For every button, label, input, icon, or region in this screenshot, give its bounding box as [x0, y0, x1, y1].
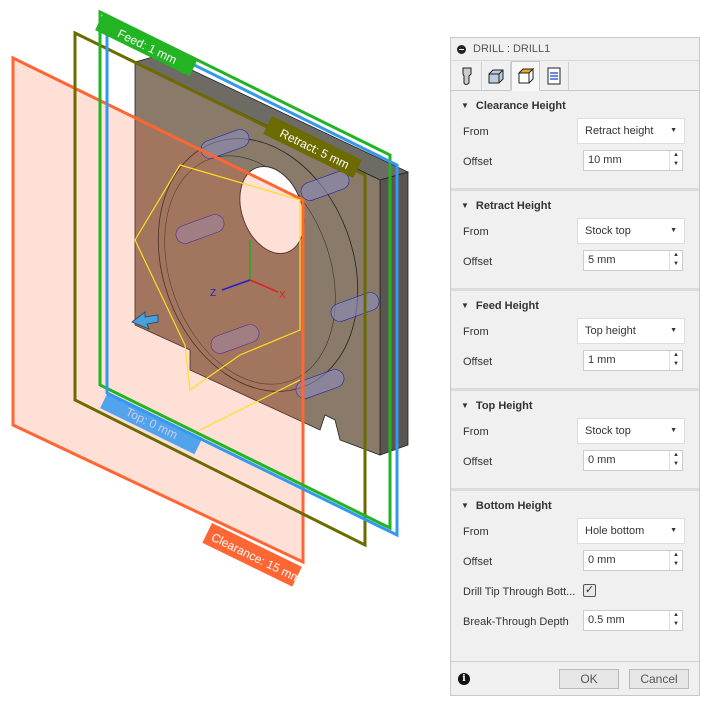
bottom-from-select[interactable]: Hole bottom — [577, 518, 685, 544]
z-axis-label: Z — [210, 288, 216, 299]
break-through-label: Break-Through Depth — [463, 616, 569, 628]
collapse-icon[interactable] — [457, 44, 466, 54]
drill-tip-label: Drill Tip Through Bott... — [463, 586, 576, 598]
from-label: From — [463, 526, 489, 538]
from-label: From — [463, 326, 489, 338]
tab-tool[interactable] — [453, 62, 482, 90]
offset-label: Offset — [463, 456, 493, 468]
stock-side-face — [379, 171, 409, 456]
section-title[interactable]: Feed Height — [461, 300, 539, 312]
cycle-icon — [547, 67, 561, 85]
from-label: From — [463, 426, 489, 438]
section-clearance-height: Clearance Height From Retract height Off… — [451, 91, 699, 191]
feed-offset-input[interactable]: 1 mm ▲▼ — [583, 350, 683, 371]
axis-triad: X Z — [210, 240, 286, 301]
section-title[interactable]: Bottom Height — [461, 500, 552, 512]
hole — [330, 292, 380, 322]
spinner[interactable]: ▲▼ — [669, 451, 682, 470]
offset-label: Offset — [463, 256, 493, 268]
top-from-select[interactable]: Stock top — [577, 418, 685, 444]
value: 0 mm — [588, 554, 616, 566]
top-label-bg — [100, 392, 203, 455]
value: 0 mm — [588, 454, 616, 466]
section-top-height: Top Height From Stock top Offset 0 mm ▲▼ — [451, 391, 699, 491]
dialog-footer: i OK Cancel — [451, 661, 699, 695]
from-label: From — [463, 126, 489, 138]
offset-label: Offset — [463, 556, 493, 568]
retract-label-bg — [263, 115, 362, 178]
hole — [300, 171, 350, 201]
ok-button[interactable]: OK — [559, 669, 619, 689]
hole — [200, 129, 250, 159]
geometry-icon — [488, 69, 504, 84]
tab-geometry[interactable] — [482, 62, 511, 90]
value: 10 mm — [588, 154, 622, 166]
tab-cycle[interactable] — [540, 62, 569, 90]
drill-holes — [175, 129, 380, 399]
top-offset-input[interactable]: 0 mm ▲▼ — [583, 450, 683, 471]
retract-from-select[interactable]: Stock top — [577, 218, 685, 244]
drill-dialog: DRILL : DRILL1 Clearance Height From Ret… — [450, 37, 700, 696]
tool-icon — [462, 67, 472, 85]
section-bottom-height: Bottom Height From Hole bottom Offset 0 … — [451, 491, 699, 661]
spinner[interactable]: ▲▼ — [669, 611, 682, 630]
hole — [295, 369, 345, 399]
info-icon[interactable]: i — [458, 673, 470, 685]
value: 1 mm — [588, 354, 616, 366]
direction-arrow-icon[interactable] — [131, 311, 159, 330]
section-title[interactable]: Retract Height — [461, 200, 551, 212]
x-axis-label: X — [279, 290, 286, 301]
clearance-label-bg — [202, 523, 302, 587]
feed-label-bg — [95, 14, 198, 77]
tab-heights[interactable] — [511, 61, 540, 91]
heights-icon — [517, 68, 534, 84]
spinner[interactable]: ▲▼ — [669, 151, 682, 170]
retract-offset-input[interactable]: 5 mm ▲▼ — [583, 250, 683, 271]
drill-tip-checkbox[interactable]: ✓ — [583, 584, 596, 597]
section-title[interactable]: Top Height — [461, 400, 533, 412]
spinner[interactable]: ▲▼ — [669, 351, 682, 370]
counterbore-inner — [164, 155, 336, 385]
clearance-plane — [11, 55, 305, 565]
feed-plane — [98, 9, 392, 531]
feed-from-select[interactable]: Top height — [577, 318, 685, 344]
path-segment — [199, 379, 301, 431]
spinner[interactable]: ▲▼ — [669, 251, 682, 270]
drill-path — [134, 164, 301, 392]
section-feed-height: Feed Height From Top height Offset 1 mm ▲… — [451, 291, 699, 391]
clearance-from-select[interactable]: Retract height — [577, 118, 685, 144]
cancel-button[interactable]: Cancel — [629, 669, 689, 689]
value: 0.5 mm — [588, 614, 625, 626]
top-plane — [105, 19, 399, 538]
offset-label: Offset — [463, 156, 493, 168]
hole — [175, 214, 225, 244]
clearance-offset-input[interactable]: 10 mm ▲▼ — [583, 150, 683, 171]
hole — [210, 324, 260, 354]
bottom-offset-input[interactable]: 0 mm ▲▼ — [583, 550, 683, 571]
value: 5 mm — [588, 254, 616, 266]
break-through-input[interactable]: 0.5 mm ▲▼ — [583, 610, 683, 631]
dialog-title: DRILL : DRILL1 — [473, 43, 551, 55]
tab-bar — [451, 61, 699, 91]
offset-label: Offset — [463, 356, 493, 368]
3d-viewport[interactable]: Feed: 1 mm Retract: 5 mm Top: 0 mm Clear… — [0, 0, 440, 707]
section-retract-height: Retract Height From Stock top Offset 5 m… — [451, 191, 699, 291]
dialog-header: DRILL : DRILL1 — [451, 38, 699, 61]
from-label: From — [463, 226, 489, 238]
section-title[interactable]: Clearance Height — [461, 100, 566, 112]
spinner[interactable]: ▲▼ — [669, 551, 682, 570]
